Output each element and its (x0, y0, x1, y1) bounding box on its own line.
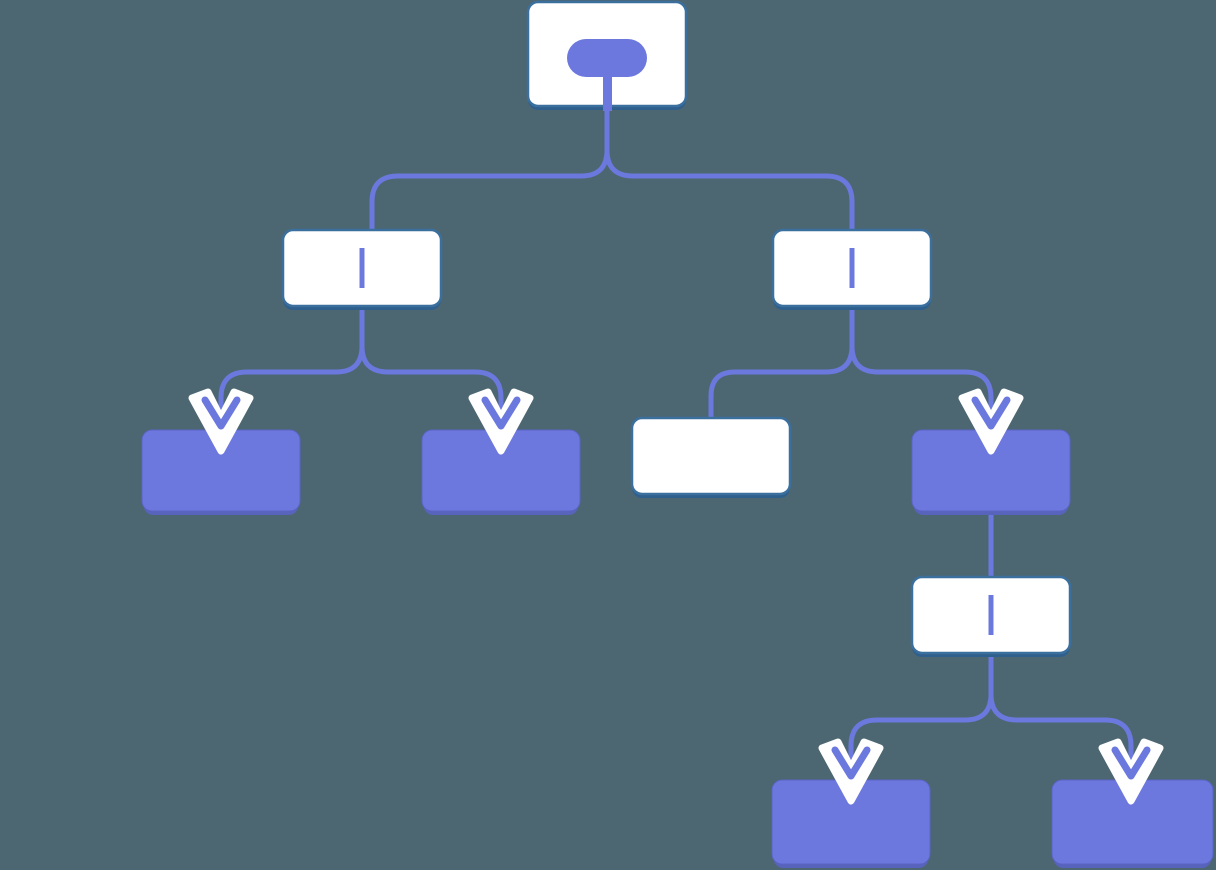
level2-leaf-2[interactable] (421, 429, 581, 515)
pill-stem-glyph (603, 58, 612, 111)
through-line-glyph (988, 595, 994, 635)
edge-root-to-level1-left (369, 110, 610, 230)
edge-level1-left-to-leaf-1 (218, 310, 365, 432)
edge-level1-right-to-white-leaf (708, 310, 855, 420)
level1-left-node[interactable] (281, 228, 443, 310)
level2-white-leaf[interactable] (630, 416, 792, 498)
through-line-glyph (849, 248, 855, 288)
level4-leaf-1[interactable] (771, 779, 931, 868)
edge-level3-to-leaf-2 (988, 657, 1134, 782)
arrow-marker-leaf-1 (188, 388, 254, 455)
arrow-marker-branch (958, 388, 1024, 455)
edge-root-to-level1-right (604, 110, 855, 230)
through-line-glyph (359, 248, 365, 288)
arrow-marker-leaf-2 (468, 388, 534, 455)
level1-right-node[interactable] (771, 228, 933, 310)
chevron-down-icon (481, 396, 521, 430)
edge-level1-right-to-branch (849, 310, 994, 432)
arrow-marker-leaf-4 (1098, 738, 1164, 805)
chevron-down-icon (201, 396, 241, 430)
edge-level3-to-leaf-1 (848, 657, 994, 782)
arrow-marker-leaf-3 (818, 738, 884, 805)
root-node[interactable] (526, 0, 688, 111)
level3-white-node[interactable] (910, 575, 1072, 657)
chevron-down-icon (971, 396, 1011, 430)
level2-leaf-1[interactable] (141, 429, 301, 515)
edge-level1-left-to-leaf-2 (359, 310, 504, 432)
level4-leaf-2[interactable] (1051, 779, 1214, 868)
level2-branch-node[interactable] (911, 429, 1071, 515)
pill-glyph (567, 39, 647, 77)
chevron-down-icon (1111, 746, 1151, 780)
chevron-down-icon (831, 746, 871, 780)
